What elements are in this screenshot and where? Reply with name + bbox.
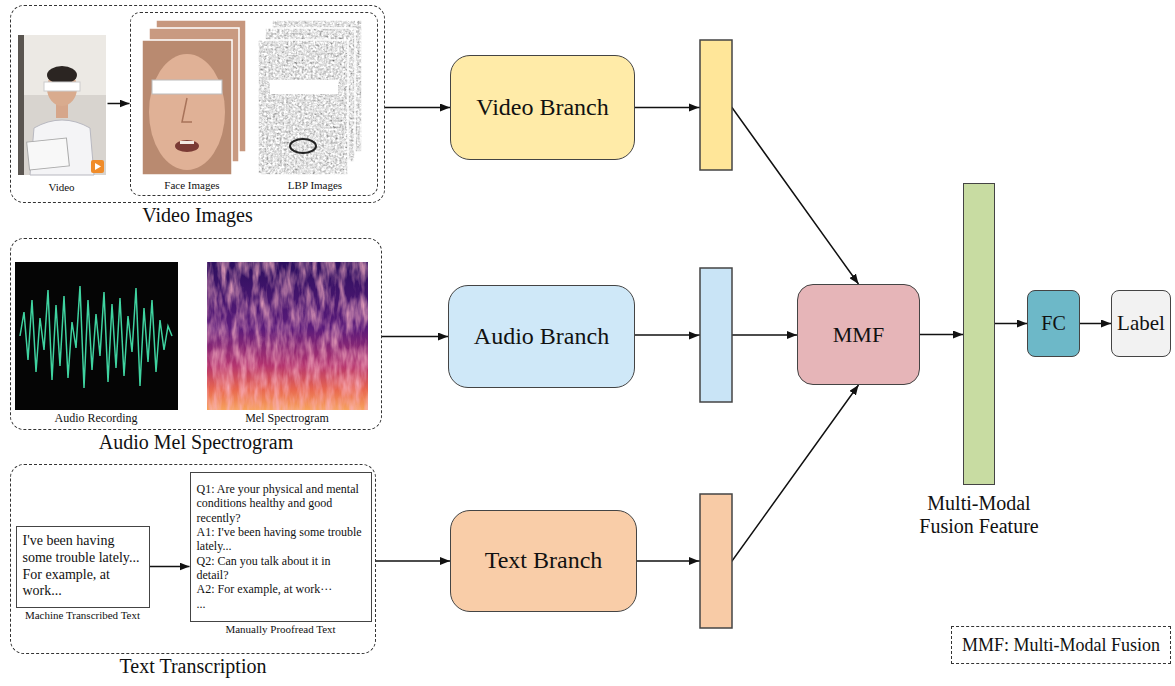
branch-box: Video Branch [450,55,635,160]
transcript-text: ... [197,597,365,611]
transcript-box: Q1: Are your physical and mental conditi… [190,472,372,622]
spectrogram-texture [207,262,368,410]
eye-mask [270,80,338,94]
face-teeth [180,141,194,144]
connectors [108,104,1112,567]
image-caption: Manually Proofread Text [225,623,335,636]
face-image [142,40,232,175]
arrow-head [689,557,699,565]
flow-arrow [635,108,859,285]
transcript-text: A2: For example, at work··· [197,582,365,596]
image-caption: Audio Recording [55,411,138,425]
play-icon [91,160,104,173]
eye-mask [152,80,222,94]
input-group: Audio Mel SpectrogramAudio RecordingMel … [10,238,382,430]
group-heading: Text Transcription [11,655,375,678]
transcript-text: I've been having some trouble lately... … [23,533,143,600]
video-edge [18,35,24,175]
flow-arrow [995,323,1027,325]
face-skin [149,54,225,170]
face-nose [182,98,192,122]
video-wall [18,35,106,95]
legend-box: MMF: Multi-Modal Fusion [951,626,1171,664]
image-caption: Video [48,181,74,194]
play-triangle [95,163,101,170]
flow-arrow [385,107,450,109]
fusion-feature-bar: Multi-Modal Fusion Feature [963,183,995,485]
person-hair [47,66,77,84]
transcript-text: Q1: Are your physical and mental conditi… [197,482,365,525]
transcript-text: Q2: Can you talk about it in detail? [197,554,365,583]
lbp-frame [258,40,348,175]
arrow-head [689,104,699,112]
image-caption: Face Images [131,179,254,192]
branch-box: Text Branch [450,510,637,612]
box-label: MMF [833,322,884,347]
image-caption: Mel Spectrogram [245,411,329,425]
image-caption: Machine Transcribed Text [25,609,140,622]
lbp-image [258,40,348,175]
arrow-head [689,332,699,340]
feature-bar [700,494,732,628]
image-caption: LBP Images [254,179,377,192]
flow-arrow [920,334,963,336]
spectrogram-image: Mel Spectrogram [207,262,368,426]
video-thumbnail: Video [16,35,108,195]
group-heading: Video Images [11,204,384,227]
box-label: Video Branch [476,94,609,122]
face-mouth [175,140,199,152]
eye-mask [44,82,80,91]
box-label: Label [1117,311,1165,335]
flow-arrow [1080,323,1111,325]
branch-box: Audio Branch [448,285,635,388]
flow-arrow [108,103,130,105]
lbp-mouth [290,139,316,153]
spectrogram-image [207,262,368,410]
input-group: Text TranscriptionI've been having some … [10,464,376,654]
box-label: Audio Branch [474,323,609,351]
waveform-background [15,262,178,410]
flow-arrow [382,336,448,338]
image-stack-box: Face ImagesLBP Images [130,12,378,196]
feature-label: Multi-Modal Fusion Feature [909,492,1049,538]
transcript-box: I've been having some trouble lately... … [16,526,150,608]
flow-arrow [150,566,190,568]
label-box: Label [1111,290,1171,357]
fc-box: FC [1027,290,1080,357]
box-label: Text Branch [485,547,603,575]
waveform-image: Audio Recording [15,262,178,426]
feature-bar [700,268,732,402]
waveform-line [20,286,172,388]
flow-arrow [376,560,450,562]
legend-text: MMF: Multi-Modal Fusion [962,635,1160,656]
paper-sheet [27,138,70,170]
flow-arrow [637,385,859,561]
transcript-text: A1: I've been having some trouble lately… [197,525,365,554]
group-heading: Audio Mel Spectrogram [11,431,381,454]
box-label: FC [1041,312,1065,335]
video-frame [18,35,106,175]
feature-bar [700,40,732,170]
input-group: Video ImagesVideoFace ImagesLBP Images [10,5,385,203]
fusion-box: MMF [797,284,920,385]
